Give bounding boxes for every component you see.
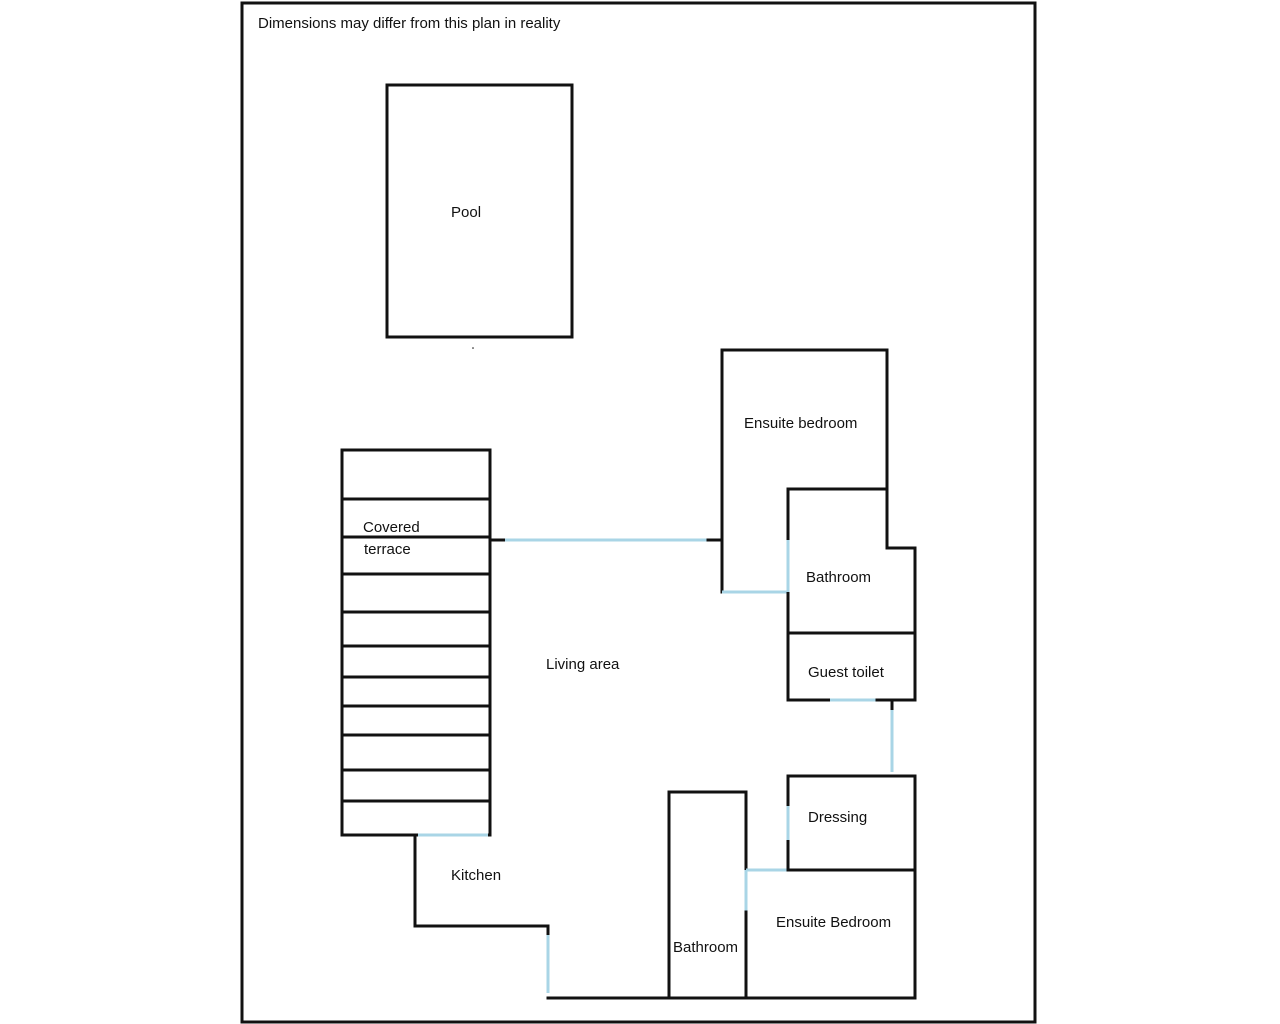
- dressing: Dressing: [786, 774, 917, 872]
- kitchen: Kitchen: [413, 833, 550, 993]
- guest-toilet: Guest toilet: [786, 631, 917, 702]
- pool-outline: [385, 83, 574, 339]
- guest-toilet-label: Guest toilet: [808, 664, 885, 681]
- kitchen-label: Kitchen: [451, 867, 501, 884]
- plan-disclaimer: Dimensions may differ from this plan in …: [258, 15, 561, 32]
- ensuite-bedroom-bottom: Ensuite Bedroom: [744, 868, 917, 1000]
- pool-label: Pool: [451, 204, 481, 221]
- covered-terrace-label-2: terrace: [364, 541, 411, 558]
- ensuite-bedroom-top: Ensuite bedroom: [720, 348, 889, 594]
- bathroom-right: Bathroom: [786, 487, 917, 635]
- bathroom-bottom: Bathroom: [667, 790, 748, 1000]
- bathroom-bottom-label: Bathroom: [673, 939, 738, 956]
- ensuite-bedroom-top-label: Ensuite bedroom: [744, 415, 857, 432]
- bathroom-right-label: Bathroom: [806, 569, 871, 586]
- covered-terrace-label-1: Covered: [363, 519, 420, 536]
- living-area-label: Living area: [546, 656, 620, 673]
- dressing-label: Dressing: [808, 809, 867, 826]
- ensuite-bedroom-bottom-label: Ensuite Bedroom: [776, 914, 891, 931]
- plan-border: [240, 1, 1037, 1024]
- covered-terrace: Covered terrace: [340, 448, 492, 837]
- pool-dot: [472, 347, 474, 349]
